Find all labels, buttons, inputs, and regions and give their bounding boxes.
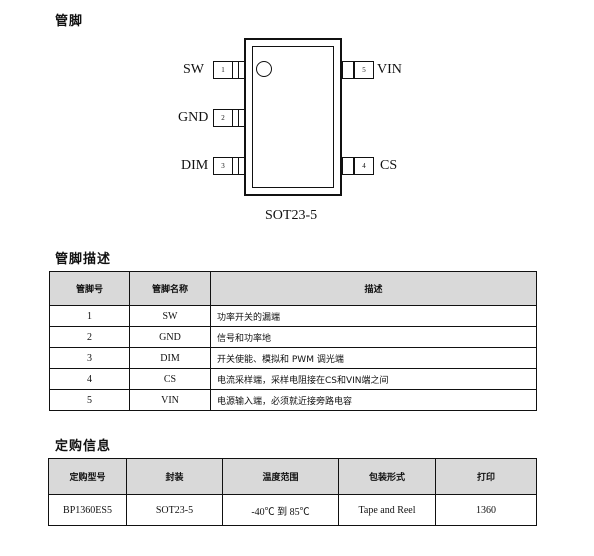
cell-order-model: BP1360ES5 <box>48 494 127 526</box>
table-row: BP1360ES5 SOT23-5 -40℃ 到 85℃ Tape and Re… <box>48 494 537 526</box>
header-packing: 包装形式 <box>338 458 436 495</box>
cell-pin-name: CS <box>129 368 211 390</box>
table-row: 5 VIN 电源输入端，必须就近接旁路电容 <box>49 389 537 411</box>
header-temperature-range: 温度范围 <box>222 458 339 495</box>
cell-pin-number: 5 <box>49 389 130 411</box>
section-title-pins: 管脚 <box>55 14 84 29</box>
header-pin-name: 管脚名称 <box>129 271 211 306</box>
cell-pin-number: 1 <box>49 305 130 327</box>
cell-temperature-range: -40℃ 到 85℃ <box>222 494 339 526</box>
table-row: 1 SW 功率开关的漏端 <box>49 305 537 327</box>
table-row: 2 GND 信号和功率地 <box>49 326 537 348</box>
pin-5-lead: 5 <box>342 61 374 79</box>
pin-4-number: 4 <box>354 158 373 174</box>
pin-3-label: DIM <box>181 158 209 173</box>
pin-3-number: 3 <box>214 158 233 174</box>
cell-description: 电源输入端，必须就近接旁路电容 <box>210 389 537 411</box>
pin-1-label: SW <box>183 62 204 77</box>
table-header-row: 管脚号 管脚名称 描述 <box>49 271 537 306</box>
pin-description-table: 管脚号 管脚名称 描述 1 SW 功率开关的漏端 2 GND 信号和功率地 3 … <box>49 271 537 411</box>
cell-pin-number: 4 <box>49 368 130 390</box>
cell-pin-name: VIN <box>129 389 211 411</box>
cell-description: 信号和功率地 <box>210 326 537 348</box>
header-marking: 打印 <box>435 458 537 495</box>
section-title-pin-description: 管脚描述 <box>55 252 112 267</box>
pin-2-number: 2 <box>214 110 233 126</box>
pin-2-lead: 2 <box>213 109 245 127</box>
section-title-ordering-info: 定购信息 <box>55 439 112 454</box>
pin-5-label: VIN <box>377 62 402 77</box>
pin-5-number: 5 <box>354 62 373 78</box>
cell-pin-name: GND <box>129 326 211 348</box>
cell-pin-number: 3 <box>49 347 130 369</box>
pin-4-lead: 4 <box>342 157 374 175</box>
table-header-row: 定购型号 封装 温度范围 包装形式 打印 <box>48 458 537 495</box>
table-row: 4 CS 电流采样端，采样电阻接在CS和VIN端之间 <box>49 368 537 390</box>
cell-description: 功率开关的漏端 <box>210 305 537 327</box>
cell-package: SOT23-5 <box>126 494 223 526</box>
table-row: 3 DIM 开关使能、模拟和 PWM 调光端 <box>49 347 537 369</box>
package-inner-outline <box>252 46 334 188</box>
pin-3-lead: 3 <box>213 157 245 175</box>
header-order-model: 定购型号 <box>48 458 127 495</box>
pin-1-number: 1 <box>214 62 233 78</box>
package-caption: SOT23-5 <box>265 208 318 223</box>
pin1-marker-dot <box>256 61 272 77</box>
cell-pin-name: DIM <box>129 347 211 369</box>
cell-description: 电流采样端，采样电阻接在CS和VIN端之间 <box>210 368 537 390</box>
header-package: 封装 <box>126 458 223 495</box>
pin-1-lead: 1 <box>213 61 245 79</box>
ordering-info-table: 定购型号 封装 温度范围 包装形式 打印 BP1360ES5 SOT23-5 -… <box>48 458 537 526</box>
header-description: 描述 <box>210 271 537 306</box>
header-pin-number: 管脚号 <box>49 271 130 306</box>
package-body <box>244 38 342 196</box>
cell-marking: 1360 <box>435 494 537 526</box>
pin-4-label: CS <box>380 158 398 173</box>
pin-2-label: GND <box>178 110 209 125</box>
cell-description: 开关使能、模拟和 PWM 调光端 <box>210 347 537 369</box>
cell-packing: Tape and Reel <box>338 494 436 526</box>
cell-pin-number: 2 <box>49 326 130 348</box>
cell-pin-name: SW <box>129 305 211 327</box>
